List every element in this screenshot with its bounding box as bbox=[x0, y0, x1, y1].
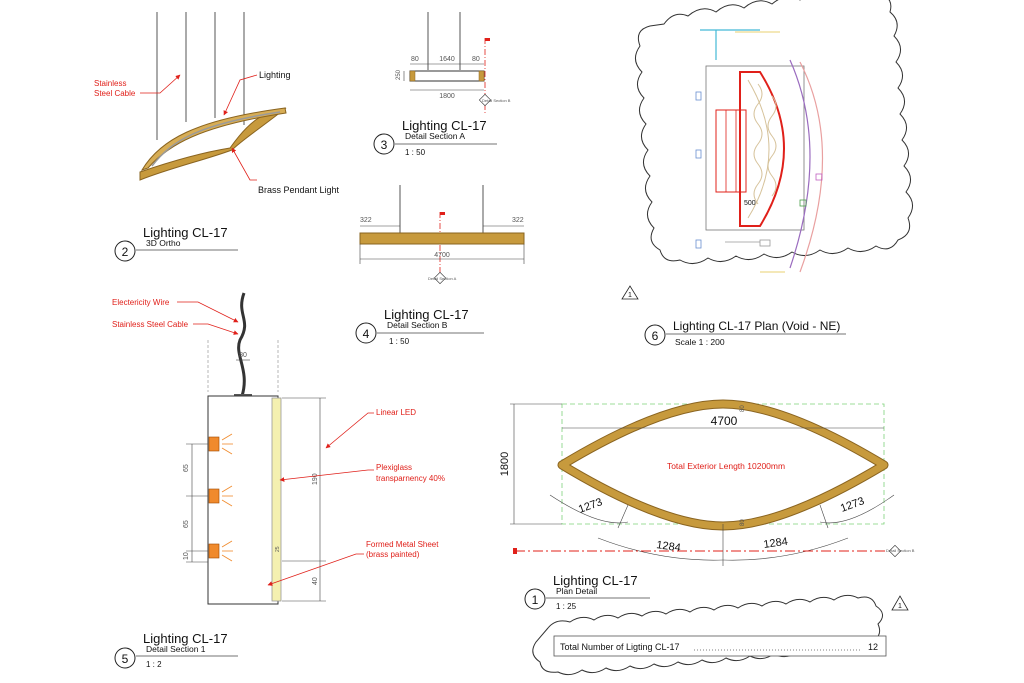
label-stainless: Stainless bbox=[94, 79, 126, 88]
view-number: 4 bbox=[363, 327, 370, 341]
view-subtitle: 3D Ortho bbox=[146, 238, 181, 248]
dim-1273-left: 1273 bbox=[577, 496, 604, 516]
label-brass-pendant: Brass Pendant Light bbox=[258, 185, 340, 195]
label-formed-metal-sheet: Formed Metal Sheet bbox=[366, 540, 439, 549]
dim-322-left: 322 bbox=[360, 217, 372, 224]
view-title-block-6: 6 Lighting CL-17 Plan (Void - NE) Scale … bbox=[644, 319, 846, 347]
dim-250: 250 bbox=[396, 69, 402, 80]
plexiglass-diffuser bbox=[271, 397, 282, 602]
view-scale: 1 : 50 bbox=[405, 148, 426, 157]
dim-322-right: 322 bbox=[512, 217, 524, 224]
revision-cloud-6 bbox=[635, 0, 913, 264]
linear-led-set bbox=[208, 433, 233, 562]
view-subtitle: Detail Section A bbox=[405, 131, 465, 141]
schedule-value: 12 bbox=[868, 642, 878, 652]
dim-1284-left: 1284 bbox=[656, 539, 682, 554]
section-a-profile bbox=[409, 70, 485, 82]
section-tag-b: Detail Section B bbox=[482, 98, 511, 103]
view-scale: Scale 1 : 200 bbox=[675, 337, 725, 347]
view-title: Lighting CL-17 bbox=[384, 307, 469, 322]
dim-1800: 1800 bbox=[439, 93, 455, 100]
view-number: 1 bbox=[532, 593, 539, 607]
dim-10: 10 bbox=[183, 552, 190, 560]
dim-80-bottom-plan: 80 bbox=[740, 519, 746, 526]
view-title-block-2: 2 Lighting CL-17 3D Ortho bbox=[114, 225, 238, 262]
view-detail-section-b: 322 322 4700 Detail Section A 4 Lighting… bbox=[355, 185, 525, 346]
view-detail-section-1: 80 65 65 10 bbox=[112, 292, 445, 669]
dim-65-top: 65 bbox=[183, 464, 190, 472]
dim-65-bottom: 65 bbox=[183, 520, 190, 528]
section-b-bar bbox=[359, 232, 525, 245]
electricity-wire bbox=[237, 292, 247, 397]
dim-1284-right: 1284 bbox=[763, 536, 789, 551]
view-title: Lighting CL-17 bbox=[402, 118, 487, 133]
note-total-length: Total Exterior Length 10200mm bbox=[667, 461, 785, 471]
view-subtitle: Detail Section 1 bbox=[146, 644, 206, 654]
floor-plan-linework bbox=[695, 29, 824, 273]
dim-40: 40 bbox=[312, 577, 319, 585]
dim-1800-plan: 1800 bbox=[499, 452, 511, 476]
view-title: Lighting CL-17 bbox=[143, 225, 228, 240]
view-scale: 1 : 2 bbox=[146, 660, 162, 669]
view-number-circle bbox=[114, 240, 136, 262]
label-plexiglass: Plexiglass bbox=[376, 463, 412, 472]
schedule-cloud: Total Number of Ligting CL-17 12 1 bbox=[532, 594, 909, 676]
revision-cloud-schedule bbox=[532, 594, 883, 676]
suspension-cables bbox=[156, 12, 245, 140]
view-number: 2 bbox=[122, 245, 129, 259]
view-subtitle: Plan Detail bbox=[556, 586, 597, 596]
dim-4700: 4700 bbox=[434, 252, 450, 259]
dim-25: 25 bbox=[275, 546, 281, 552]
view-detail-section-a: 80 1640 80 250 1800 Detail Section B 3 L… bbox=[373, 12, 511, 157]
dim-80-top-plan: 80 bbox=[740, 405, 746, 412]
view-title: Lighting CL-17 bbox=[553, 573, 638, 588]
view-plan-void-ne: 500 1 6 Lighting CL-17 Plan (Void - NE) … bbox=[621, 0, 913, 347]
label-lighting: Lighting bbox=[259, 70, 291, 80]
dim-80-right: 80 bbox=[472, 56, 480, 63]
formed-metal-sheet bbox=[207, 395, 279, 605]
label-electricity-wire: Electericity Wire bbox=[112, 298, 170, 307]
label-steel-cable: Steel Cable bbox=[94, 89, 136, 98]
section-tag-b-plan: Detail Section B bbox=[886, 548, 915, 553]
dim-80-left: 80 bbox=[411, 56, 419, 63]
view-number: 6 bbox=[652, 329, 659, 343]
dim-80-cable: 80 bbox=[239, 352, 247, 359]
label-transparency: transparnency 40% bbox=[376, 474, 445, 483]
brass-pendant-3d bbox=[139, 107, 287, 181]
view-scale: 1 : 25 bbox=[556, 602, 577, 611]
revision-tag-6: 1 bbox=[628, 292, 632, 299]
section-tag-a: Detail Section A bbox=[428, 276, 457, 281]
view-subtitle: Detail Section B bbox=[387, 320, 448, 330]
brass-ring-plan bbox=[557, 399, 889, 531]
view-plan-detail: 4700 1800 1273 1273 1284 1284 80 80 Tota… bbox=[499, 399, 915, 611]
view-title: Lighting CL-17 Plan (Void - NE) bbox=[673, 319, 840, 333]
dim-1273-right: 1273 bbox=[839, 495, 866, 515]
dim-4700-plan: 4700 bbox=[711, 414, 738, 428]
view-number: 5 bbox=[122, 652, 129, 666]
schedule-label: Total Number of Ligting CL-17 bbox=[560, 642, 680, 652]
view-scale: 1 : 50 bbox=[389, 337, 410, 346]
dim-1640: 1640 bbox=[439, 56, 455, 63]
dim-500: 500 bbox=[744, 200, 756, 207]
view-3d-ortho: Stainless Steel Cable Lighting Brass Pen… bbox=[94, 12, 340, 262]
dim-190: 190 bbox=[312, 473, 319, 485]
label-linear-led: Linear LED bbox=[376, 408, 416, 417]
v2-leaders bbox=[140, 74, 258, 181]
label-stainless-steel-cable: Stainless Steel Cable bbox=[112, 320, 189, 329]
schedule-box bbox=[553, 635, 887, 657]
view-title: Lighting CL-17 bbox=[143, 631, 228, 646]
view-number: 3 bbox=[381, 138, 388, 152]
view-title-block-4: 4 Lighting CL-17 Detail Section B 1 : 50 bbox=[355, 307, 484, 346]
view-title-block-5: 5 Lighting CL-17 Detail Section 1 1 : 2 bbox=[114, 631, 238, 669]
view-title-block-1: 1 Lighting CL-17 Plan Detail 1 : 25 bbox=[524, 573, 650, 611]
view-title-block-3: 3 Lighting CL-17 Detail Section A 1 : 50 bbox=[373, 118, 497, 157]
label-brass-painted: (brass painted) bbox=[366, 550, 420, 559]
revision-tag-schedule: 1 bbox=[898, 603, 902, 610]
